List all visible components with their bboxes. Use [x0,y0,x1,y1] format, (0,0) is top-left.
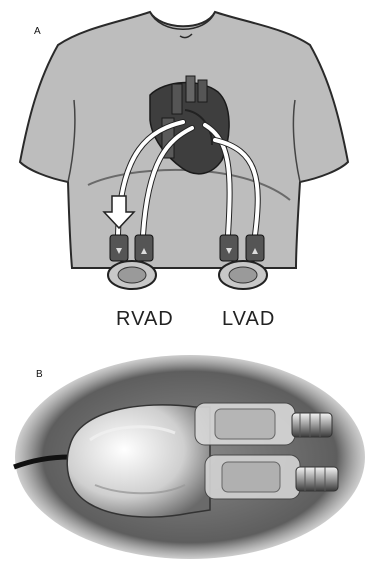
panel-a-diagram [0,0,371,345]
pump-sac [67,405,210,517]
rvad-label: RVAD [116,308,174,331]
panel-a-label: A [34,26,41,37]
lvad-label: LVAD [222,308,275,331]
panel-b-photo [0,345,371,563]
panel-b-label: B [36,369,43,380]
